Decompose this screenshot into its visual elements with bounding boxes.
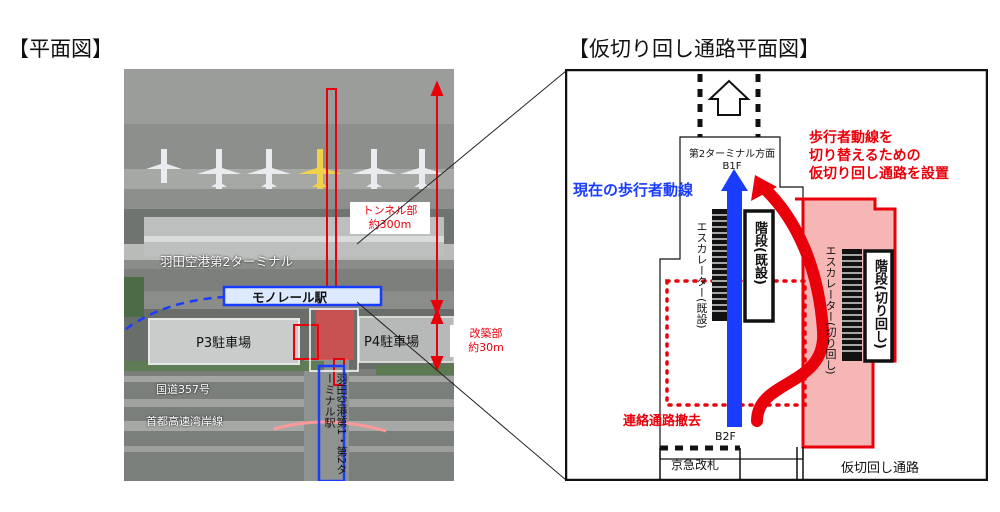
existing-stairs-label: 階段(既設) [752,221,767,285]
temporary-passage-label: 仮切回し通路 [841,461,920,476]
plan-heading: 【平面図】 [8,37,113,61]
detour-note-line3: 仮切り回し通路を設置 [809,166,949,182]
exit-corridor-dashed [697,74,761,137]
b2f-label: B2F [715,430,736,443]
temporary-stairs-label: 階段(切り回し) [872,259,887,349]
existing-escalator-label: エスカレーター(既設) [695,221,708,329]
tunnel-label-line1: トンネル部 [362,204,418,217]
monorail-line-dashed [125,295,225,331]
keikyu-station-box [317,364,346,481]
route357-label: 国道357号 [156,383,210,396]
removed-connection-box [665,279,807,407]
current-pedestrian-flow-arrow [721,169,748,427]
tunnel-label: トンネル部 約300m [350,202,430,234]
renovation-label-line1: 改築部 [469,327,503,340]
direction-label-line2: B1F [722,161,742,172]
detour-note: 歩行者動線を 切り替えるための 仮切り回し通路を設置 [809,129,949,183]
detour-note-line2: 切り替えるための [809,148,921,164]
removal-label: 連絡通路撤去 [623,414,702,429]
renovation-length-arrow [430,308,444,372]
terminal-label: 羽田空港第2ターミナル [160,254,293,269]
station-vertical-label: 羽田空港第1・第2ターミナル駅 [323,373,347,475]
monorail-label: モノレール駅 [252,290,328,305]
bridge-arch [273,420,387,433]
aerial-plan-map: 羽田空港第2ターミナル モノレール駅 P3駐車場 P4駐車場 国道357号 首都… [124,69,522,481]
renovation-label: 改築部 約30m [450,325,522,357]
expressway-label: 首都高速湾岸線 [146,415,223,428]
tunnel-label-line2: 約300m [368,218,412,231]
temporary-escalator [842,249,862,361]
p3-label: P3駐車場 [196,336,252,351]
existing-stairs [743,209,775,323]
detour-plan-heading: 【仮切り回し通路平面図】 [568,37,820,61]
keikyu-gate-label: 京急改札 [671,458,720,472]
direction-label-line1: 第2ターミナル方面 [688,149,776,160]
tunnel-length-arrow [430,80,444,316]
detour-note-line1: 歩行者動線を [809,130,893,146]
temporary-escalator-label: エスカレーター(切り回し) [824,245,837,375]
exit-direction-arrow-icon [707,79,751,116]
pedestrian-flow-label: 現在の歩行者動線 [573,181,694,199]
monorail-station-box [222,285,383,307]
renovation-label-line2: 約30m [468,341,504,354]
detour-flow-arrow [751,175,830,427]
direction-label: 第2ターミナル方面 B1F [683,149,781,173]
detour-detail-diagram: 第2ターミナル方面 B1F 現在の歩行者動線 歩行者動線を 切り替えるための 仮… [565,69,988,481]
temporary-stairs [863,249,894,363]
aircraft-icons [146,149,444,189]
renovation-area [316,310,354,360]
p4-label: P4駐車場 [364,335,420,350]
